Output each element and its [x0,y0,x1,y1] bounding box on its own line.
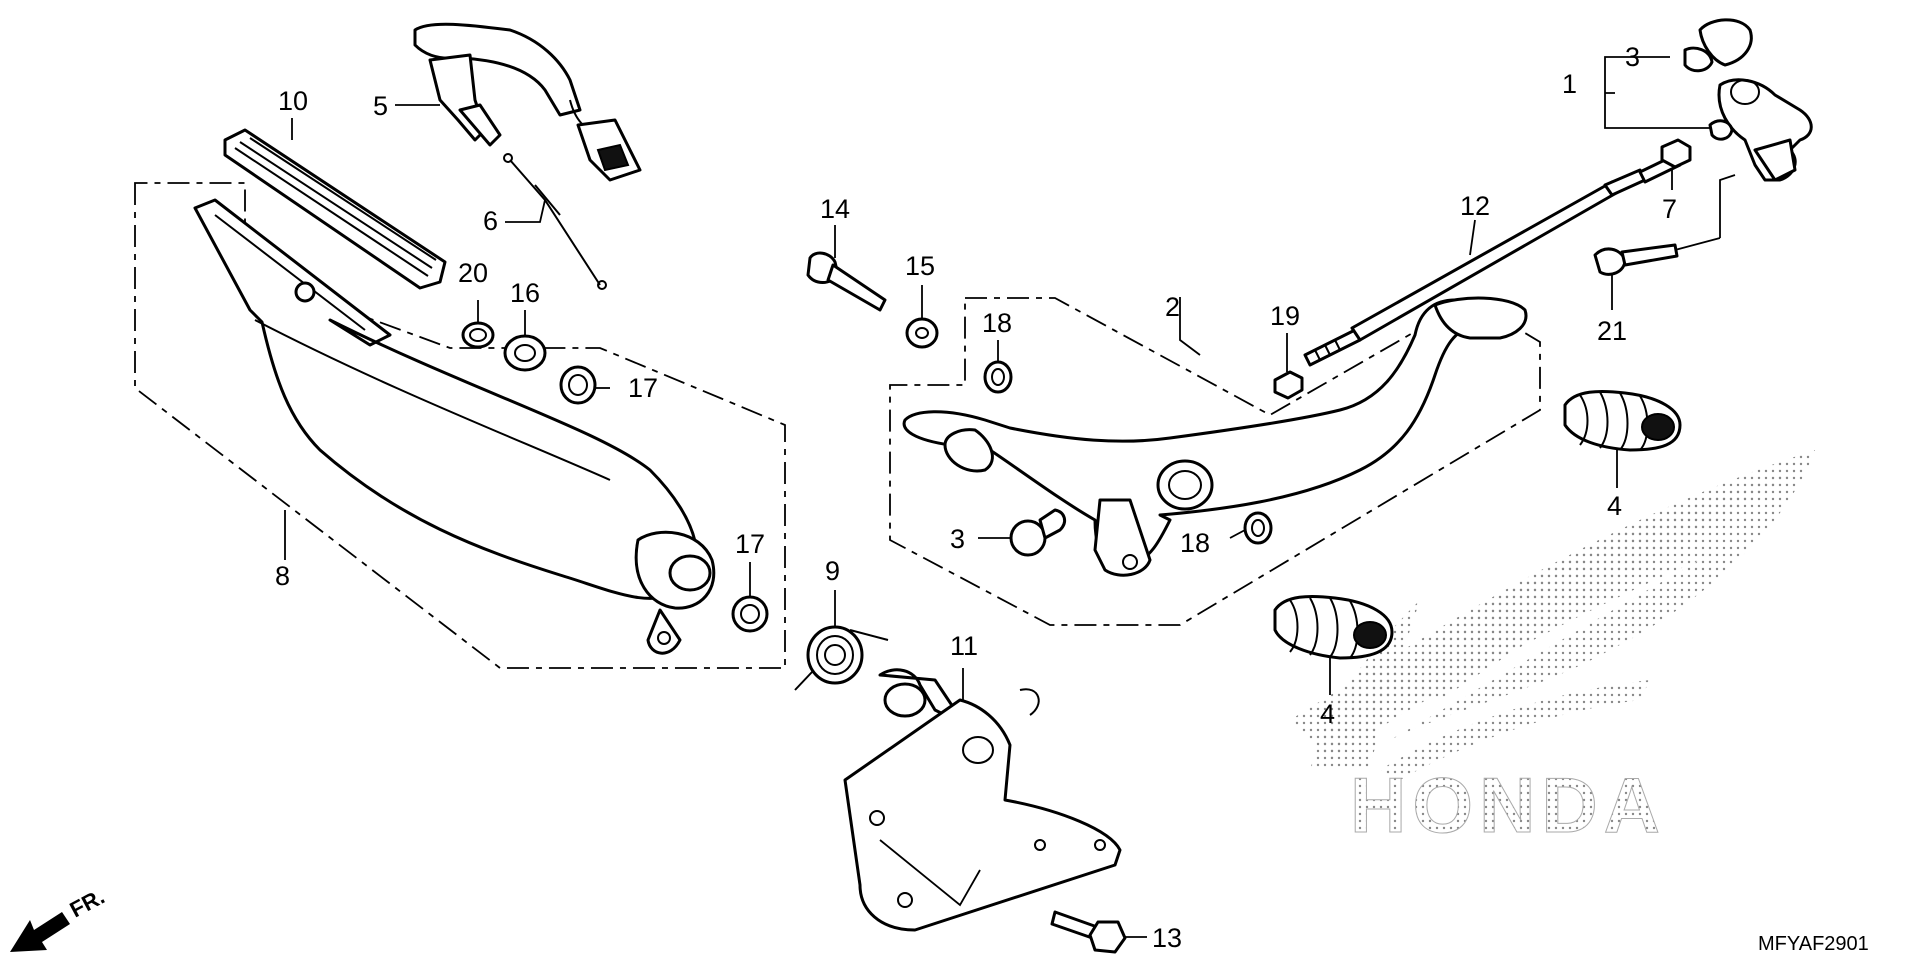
callout-7: 7 [1662,194,1677,224]
part-16-washer [503,334,547,372]
callout-20: 20 [458,258,488,288]
honda-wing-watermark [1290,450,1815,780]
callout-14: 14 [820,194,850,224]
callout-18-lower: 18 [1180,528,1210,558]
front-arrow-icon [10,912,70,952]
callout-18-upper: 18 [982,308,1012,338]
callout-3-upper: 3 [1625,42,1640,72]
callout-4-right: 4 [1607,491,1622,521]
part-7-nut [1660,119,1734,169]
callout-13: 13 [1152,923,1182,953]
part-1-clevis [1717,78,1813,182]
callout-10: 10 [278,86,308,116]
front-direction-label: FR. [66,884,109,923]
part-20-circlip [461,321,495,349]
callout-4-left: 4 [1320,699,1335,729]
part-8-footboard-bracket [193,198,716,655]
callout-15: 15 [905,251,935,281]
callout-2: 2 [1165,292,1180,322]
part-13-bolt [1050,910,1127,954]
callout-6: 6 [483,206,498,236]
callout-8: 8 [275,561,290,591]
callout-12: 12 [1460,191,1490,221]
part-17-seal-upper [559,365,597,405]
callout-21: 21 [1597,316,1627,346]
part-4-pedal-rubber-left [1273,594,1394,660]
part-14-bolt [806,251,887,312]
callout-17-lower: 17 [735,529,765,559]
part-10-footboard-rubber [223,128,447,290]
part-17-seal-lower [731,595,769,633]
callout-17-upper: 17 [628,373,658,403]
leader-lines [284,56,1736,938]
callout-3-lower: 3 [950,524,965,554]
part-5-stop-switch [413,22,642,182]
honda-logo-text: HONDA [1350,761,1666,849]
callout-labels: 1 2 3 3 4 4 5 6 7 8 9 10 11 12 13 14 15 … [275,42,1677,953]
part-2-brake-pedal [902,296,1528,577]
part-3-ball-joint-upper [1683,18,1753,73]
part-18-seal-upper [983,360,1013,394]
assembly-outline-2 [889,297,1541,626]
diagram-code: MFYAF2901 [1758,933,1869,955]
callout-1: 1 [1562,69,1577,99]
part-18-seal-lower [1243,511,1273,545]
callout-9: 9 [825,556,840,586]
part-3-ball-joint-lower [1009,508,1067,557]
part-19-nut [1273,370,1304,400]
callout-5: 5 [373,91,388,121]
callout-19: 19 [1270,301,1300,331]
callout-16: 16 [510,278,540,308]
part-15-washer [905,317,939,349]
part-9-torsion-spring [794,625,889,691]
part-11-pivot-bracket [843,668,1122,932]
part-4-pedal-rubber-right [1563,389,1682,452]
callout-11: 11 [950,631,978,661]
part-21-bolt [1593,243,1679,276]
